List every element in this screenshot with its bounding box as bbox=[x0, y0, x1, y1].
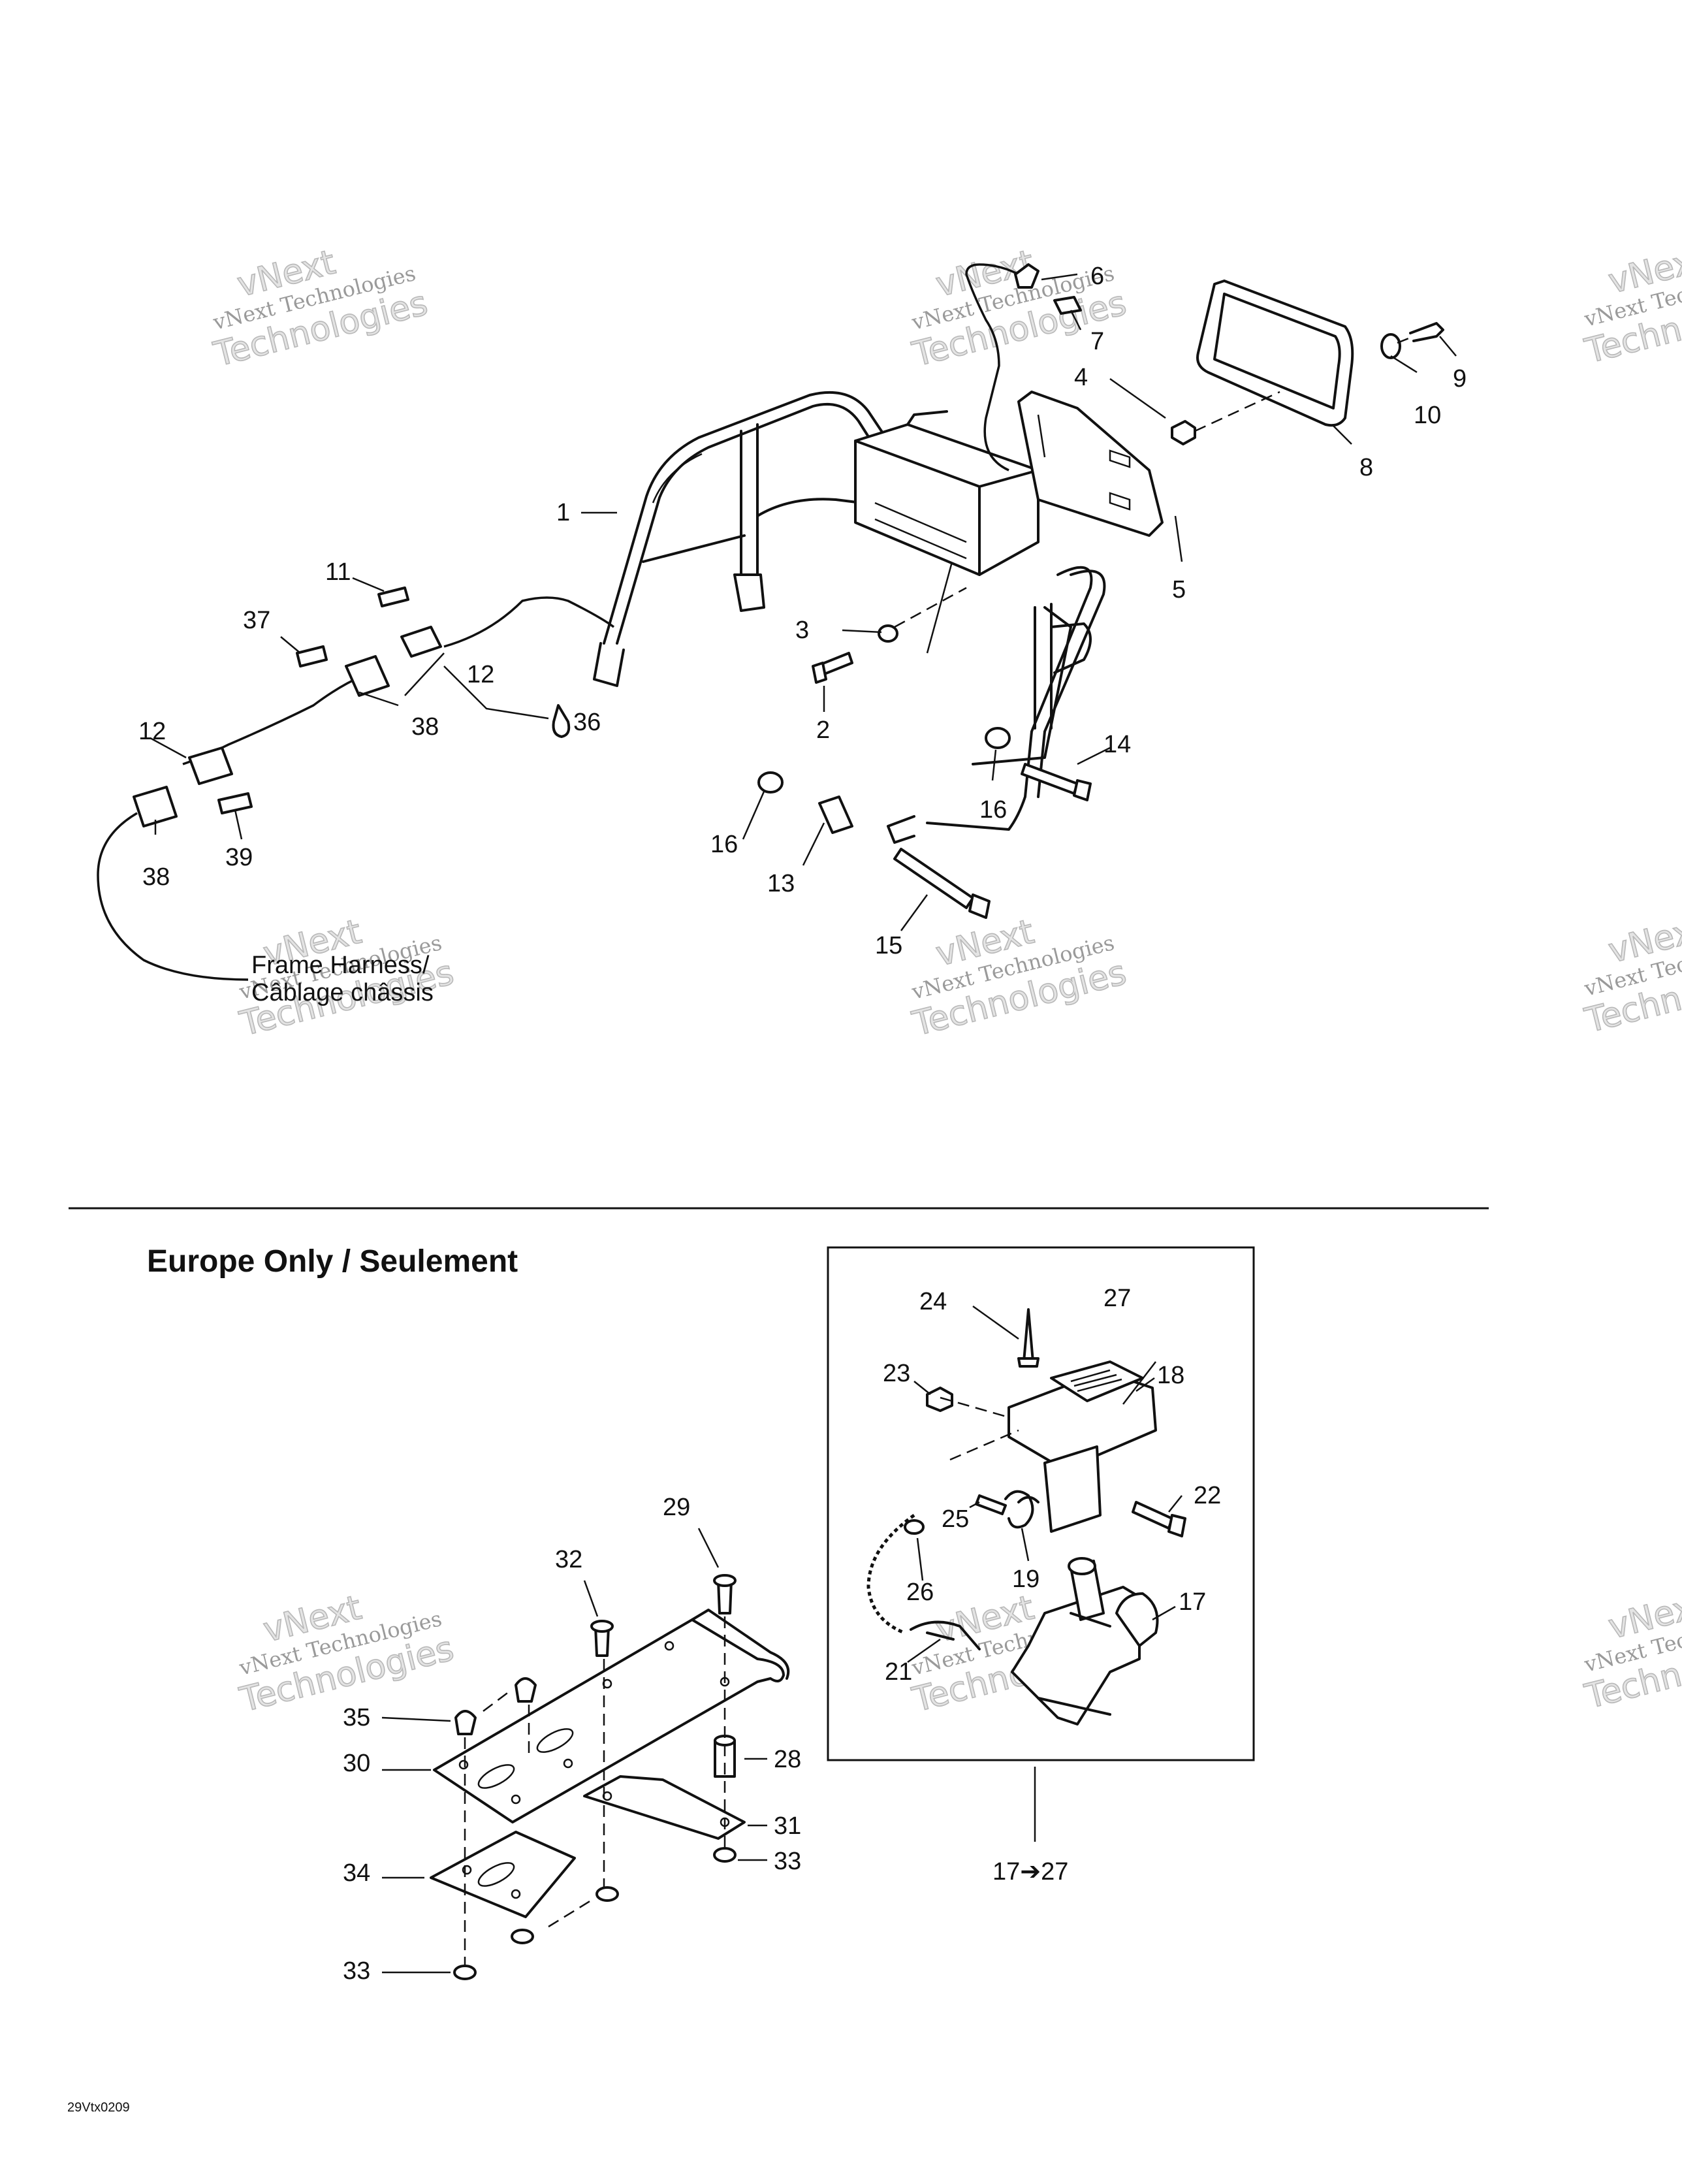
callout-6: 6 bbox=[1090, 263, 1104, 290]
tail-light bbox=[1196, 280, 1354, 427]
callout-28: 28 bbox=[774, 1746, 801, 1773]
callout-14: 14 bbox=[1103, 731, 1131, 758]
callout-10: 10 bbox=[1414, 402, 1441, 429]
labels-kit: 24 27 23 18 22 25 19 26 21 17 17➔27 bbox=[883, 1285, 1221, 1886]
callout-15: 15 bbox=[875, 932, 902, 959]
watermark: vNext vNext Technologies Technologies bbox=[209, 242, 432, 376]
callout-22: 22 bbox=[1194, 1482, 1221, 1509]
callout-26: 26 bbox=[906, 1579, 934, 1606]
callout-1: 1 bbox=[556, 499, 570, 526]
callout-23: 23 bbox=[883, 1360, 910, 1387]
callout-39: 39 bbox=[225, 844, 253, 871]
leader-lines-top bbox=[150, 273, 1457, 931]
callout-27: 27 bbox=[1103, 1285, 1131, 1312]
watermark: vNext vNext Technologies Technologies bbox=[1580, 1584, 1682, 1718]
callout-8: 8 bbox=[1359, 454, 1373, 481]
callout-17: 17 bbox=[1179, 1588, 1206, 1616]
callout-3: 3 bbox=[795, 617, 809, 644]
callout-29: 29 bbox=[663, 1494, 690, 1521]
callout-12-upper: 12 bbox=[467, 661, 494, 688]
callout-19: 19 bbox=[1012, 1566, 1039, 1593]
wire-harness bbox=[97, 586, 615, 981]
watermark: vNext vNext Technologies Technologies bbox=[1580, 908, 1682, 1042]
callout-18: 18 bbox=[1157, 1362, 1184, 1389]
callout-16-right: 16 bbox=[979, 796, 1007, 824]
kit-range-label: 17➔27 bbox=[992, 1858, 1068, 1886]
callout-31: 31 bbox=[774, 1812, 801, 1840]
callout-16-left: 16 bbox=[710, 831, 738, 858]
callout-5: 5 bbox=[1172, 576, 1186, 603]
callout-2: 2 bbox=[816, 716, 830, 744]
watermark: vNext vNext Technologies Technologies bbox=[908, 912, 1130, 1045]
hardware-top bbox=[757, 263, 1444, 919]
callout-36: 36 bbox=[573, 709, 601, 736]
license-light-assembly bbox=[866, 1308, 1186, 1726]
watermark: vNext vNext Technologies Technologies bbox=[235, 1588, 458, 1721]
callout-33-right: 33 bbox=[774, 1848, 801, 1875]
callout-34: 34 bbox=[343, 1859, 370, 1887]
callout-33-left: 33 bbox=[343, 1957, 370, 1985]
callout-38-lower: 38 bbox=[142, 863, 170, 891]
callout-12-lower: 12 bbox=[138, 718, 166, 745]
callout-37: 37 bbox=[243, 607, 270, 634]
callout-9: 9 bbox=[1453, 365, 1467, 393]
leader-lines-plate bbox=[381, 1528, 767, 1974]
callout-13: 13 bbox=[767, 870, 795, 897]
callout-35: 35 bbox=[343, 1704, 370, 1731]
section-title: Europe Only / Seulement bbox=[147, 1244, 518, 1279]
callout-30: 30 bbox=[343, 1750, 370, 1777]
callout-21: 21 bbox=[885, 1658, 912, 1686]
kit-detail-box bbox=[827, 1246, 1255, 1761]
callout-32: 32 bbox=[555, 1546, 582, 1573]
callout-24: 24 bbox=[919, 1288, 947, 1315]
labels-plate: 29 32 35 30 28 31 33 34 33 bbox=[343, 1494, 801, 1985]
callout-38-upper: 38 bbox=[411, 713, 439, 741]
frame-harness-label-fr: Câblage châssis bbox=[251, 979, 434, 1006]
frame-harness-label: Frame Harness/ bbox=[251, 952, 430, 979]
storage-box bbox=[854, 410, 1039, 576]
figure-code: 29Vtx0209 bbox=[67, 2100, 130, 2115]
labels-top: 1 2 3 4 5 6 7 8 9 10 11 12 12 13 14 15 1… bbox=[138, 263, 1467, 1006]
callout-25: 25 bbox=[942, 1505, 969, 1533]
callout-4: 4 bbox=[1074, 364, 1088, 391]
leader-lines-kit bbox=[907, 1305, 1182, 1842]
callout-11: 11 bbox=[325, 558, 351, 586]
license-bracket bbox=[1017, 391, 1164, 537]
mounting-plate-assembly bbox=[430, 1574, 790, 1980]
rear-bumper-frame bbox=[593, 391, 1106, 844]
callout-7: 7 bbox=[1090, 328, 1104, 355]
watermark: vNext vNext Technologies Technologies bbox=[1580, 239, 1682, 372]
